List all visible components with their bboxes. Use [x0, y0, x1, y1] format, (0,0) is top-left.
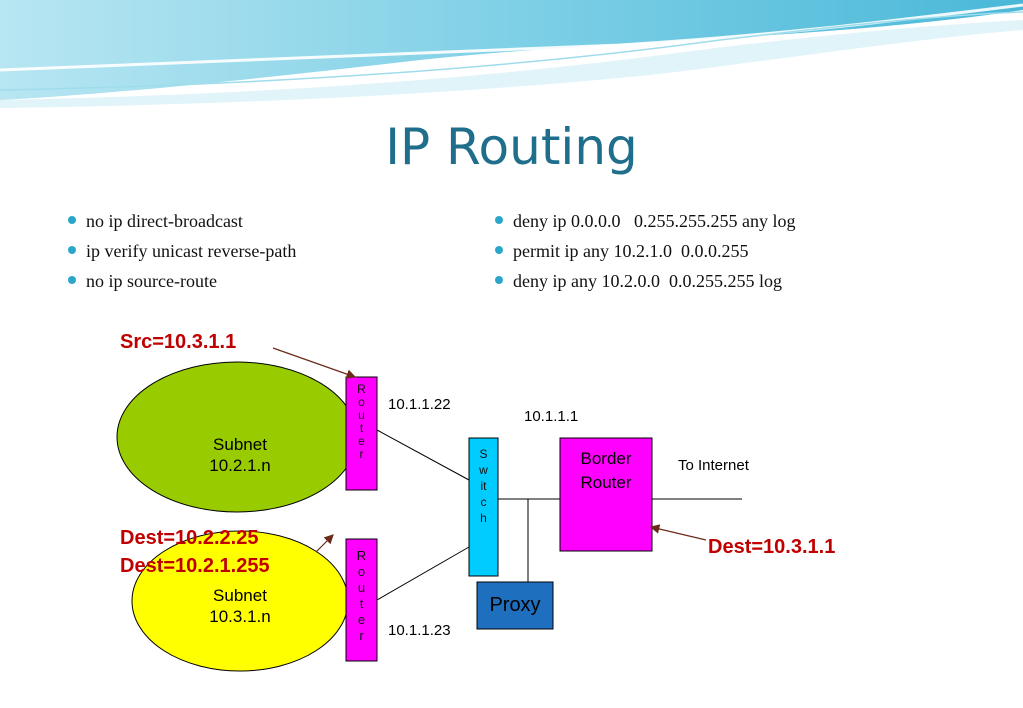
- switch-letter: w: [479, 463, 488, 477]
- ip-router-bottom: 10.1.1.23: [388, 622, 451, 639]
- border-line2: Router: [580, 473, 632, 492]
- switch-letter: h: [480, 511, 487, 525]
- bullet-text: no ip direct-broadcast: [86, 211, 243, 231]
- router-letter: o: [357, 564, 366, 579]
- link-router-top-switch: [376, 429, 470, 481]
- router-letter: o: [358, 395, 365, 409]
- bullet-icon: [495, 276, 503, 284]
- router-letter: r: [359, 447, 364, 461]
- bullet-icon: [68, 216, 76, 224]
- bullet-text: ip verify unicast reverse-path: [86, 241, 297, 261]
- src-label: Src=10.3.1.1: [120, 331, 237, 353]
- dest-label-2: Dest=10.2.1.255: [120, 555, 270, 577]
- ip-router-top: 10.1.1.22: [388, 396, 451, 413]
- list-item: deny ip any 10.2.0.0 0.0.255.255 log: [487, 266, 795, 296]
- subnet-top-label: Subnet 10.2.1.n: [190, 434, 290, 476]
- dest-label-border: Dest=10.3.1.1: [708, 536, 836, 558]
- subnet-bottom-line2: 10.3.1.n: [209, 607, 271, 626]
- router-letter: e: [357, 612, 366, 627]
- switch-letter: it: [480, 479, 487, 493]
- list-item: ip verify unicast reverse-path: [60, 236, 296, 266]
- bullet-text: deny ip any 10.2.0.0 0.0.255.255 log: [513, 271, 782, 291]
- router-letter: R: [356, 548, 367, 563]
- border-router-label: Border Router: [560, 447, 652, 495]
- switch-letter: c: [480, 495, 487, 509]
- switch-box: [468, 437, 499, 577]
- router-letter: e: [358, 434, 365, 448]
- router-letter: t: [359, 596, 364, 611]
- subnet-bottom-line1: Subnet: [213, 586, 267, 605]
- list-item: permit ip any 10.2.1.0 0.0.0.255: [487, 236, 795, 266]
- to-internet-label: To Internet: [672, 455, 775, 484]
- router-letter: r: [359, 628, 364, 643]
- router-bottom-label: R o u t e r: [346, 548, 377, 644]
- subnet-top-line2: 10.2.1.n: [209, 456, 271, 475]
- bullet-icon: [495, 216, 503, 224]
- right-bullet-list: deny ip 0.0.0.0 0.255.255.255 any log pe…: [487, 206, 795, 296]
- bullet-icon: [68, 246, 76, 254]
- router-letter: u: [357, 580, 366, 595]
- slide-title: IP Routing: [385, 118, 638, 176]
- router-letter: t: [359, 421, 364, 435]
- subnet-bottom-label: Subnet 10.3.1.n: [190, 585, 290, 627]
- switch-letter: S: [479, 447, 488, 461]
- list-item: deny ip 0.0.0.0 0.255.255.255 any log: [487, 206, 795, 236]
- ip-border: 10.1.1.1: [518, 406, 585, 427]
- list-item: no ip direct-broadcast: [60, 206, 296, 236]
- switch-label: S w it c h: [469, 446, 498, 526]
- proxy-label: Proxy: [489, 594, 541, 616]
- dest-label-1: Dest=10.2.2.25: [120, 527, 259, 549]
- bullet-text: no ip source-route: [86, 271, 217, 291]
- router-letter: R: [357, 382, 366, 396]
- bullet-icon: [68, 276, 76, 284]
- wave-banner: [0, 0, 1023, 108]
- link-router-bottom-switch: [376, 546, 470, 601]
- proxy-box: [476, 581, 554, 630]
- arrow-dest-border: [649, 524, 707, 541]
- arrow-dest-subnet: [315, 534, 334, 553]
- border-line1: Border: [580, 449, 632, 468]
- left-bullet-list: no ip direct-broadcast ip verify unicast…: [60, 206, 296, 296]
- list-item: no ip source-route: [60, 266, 296, 296]
- bullet-text: deny ip 0.0.0.0 0.255.255.255 any log: [513, 211, 796, 231]
- router-letter: u: [358, 408, 365, 422]
- border-router-box: [559, 437, 653, 552]
- arrow-src: [272, 347, 357, 379]
- router-top-box: [345, 376, 378, 491]
- bullet-text: permit ip any 10.2.1.0 0.0.0.255: [513, 241, 749, 261]
- router-bottom-box: [345, 538, 378, 662]
- router-top-label: R o u t e r: [346, 383, 377, 461]
- subnet-top-line1: Subnet: [213, 435, 267, 454]
- bullet-icon: [495, 246, 503, 254]
